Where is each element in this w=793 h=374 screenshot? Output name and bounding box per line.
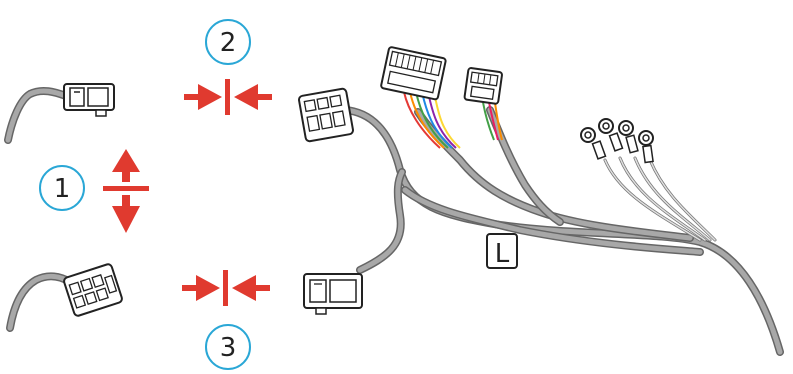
- ring-terminal-icon-1: [580, 127, 607, 160]
- harness-main-cables: [341, 106, 784, 356]
- step-3-circle-icon: [205, 324, 251, 370]
- separate-arrow-icon: [103, 149, 149, 233]
- step-2-marker: 2: [205, 19, 251, 65]
- step-2-circle-icon: [205, 19, 251, 65]
- harness-connector-top-icon: [298, 87, 354, 143]
- multi-pin-plug-small-icon: [463, 67, 503, 105]
- join-arrow-icon-bottom: [182, 270, 270, 306]
- step-2-number: 2: [220, 28, 237, 58]
- ring-terminal-wires: [603, 156, 717, 242]
- ring-terminal-icon-4: [638, 130, 654, 164]
- left-bottom-connector-icon: [63, 263, 123, 317]
- harness-label-text: L: [495, 239, 510, 269]
- harness-connector-bottom-icon: [303, 273, 363, 315]
- join-arrow-icon-top: [184, 79, 272, 115]
- left-top-connector-icon: [63, 83, 115, 117]
- left-top-cable: [4, 86, 70, 144]
- multi-pin-plug-large-icon: [380, 46, 447, 101]
- step-1-number: 1: [54, 174, 71, 204]
- ring-terminal-icon-2: [598, 118, 624, 152]
- left-bottom-cable: [6, 272, 74, 332]
- ring-terminal-icon-3: [618, 120, 639, 154]
- step-3-marker: 3: [205, 324, 251, 370]
- multicolor-wires: [403, 91, 503, 149]
- step-1-marker: 1: [39, 165, 85, 211]
- harness-label-tag: L: [486, 233, 518, 269]
- step-3-number: 3: [220, 333, 237, 363]
- step-1-circle-icon: [39, 165, 85, 211]
